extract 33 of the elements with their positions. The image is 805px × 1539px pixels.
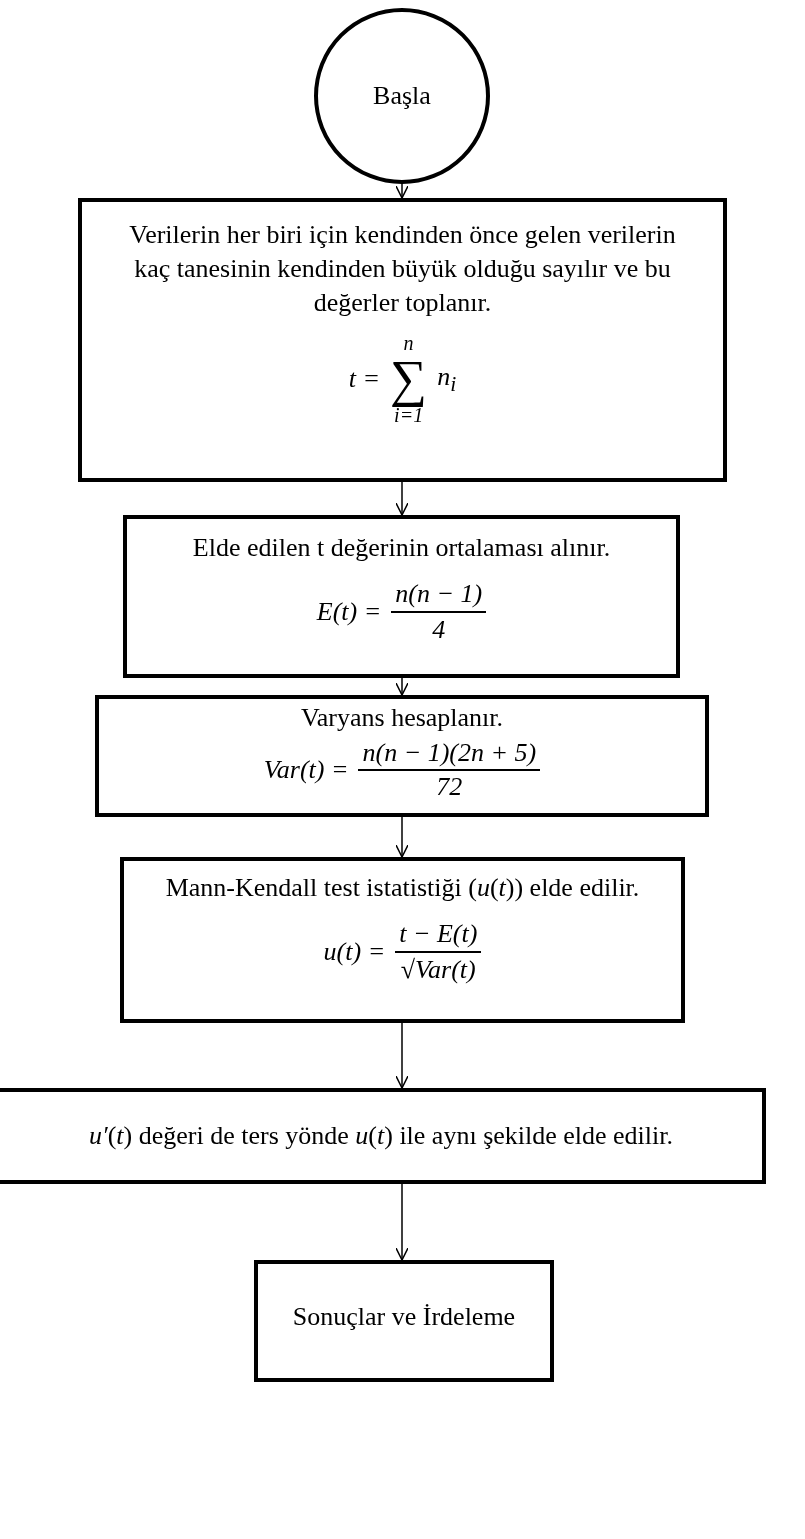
- arrow: [395, 1183, 409, 1261]
- fraction-denominator: 72: [436, 771, 463, 802]
- step-text: Mann-Kendall test istatistiği (u(t)) elde edilir.: [164, 872, 641, 904]
- process-box: [120, 857, 685, 1023]
- arrow: [395, 677, 409, 696]
- step-text: Varyans hesaplanır.: [299, 702, 505, 734]
- fraction-denominator: √Var(t): [400, 953, 476, 985]
- arrow: [395, 816, 409, 858]
- process-box: [78, 198, 727, 482]
- start-circle: [314, 8, 490, 184]
- arrow: [395, 183, 409, 199]
- arrow: [395, 481, 409, 516]
- step-text: Verilerin her biri için kendinden önce gelen verilerin kaç tanesinin kendinden büyük olduğu sayılır ve bu değerler toplanır.: [128, 219, 677, 319]
- process-box: [95, 695, 709, 817]
- step-text: Elde edilen t değerinin ortalaması alınır.: [191, 532, 612, 564]
- fraction-numerator: n(n − 1)(2n + 5): [358, 738, 541, 772]
- formula-lhs: u(t) =: [323, 936, 386, 967]
- formula-lhs: Var(t) =: [263, 756, 349, 785]
- sum-symbol: ∑: [390, 353, 428, 406]
- fraction-numerator: n(n − 1): [391, 578, 487, 613]
- sum-upper-limit: n: [403, 333, 414, 354]
- process-box: [254, 1260, 554, 1382]
- step-text: Sonuçlar ve İrdeleme: [291, 1301, 517, 1333]
- fraction-denominator: 4: [432, 613, 446, 645]
- step-text: Başla: [372, 80, 432, 113]
- arrow: [395, 1022, 409, 1089]
- formula-lhs: t =: [348, 364, 381, 395]
- step-text: u′(t) değeri de ters yönde u(t) ile aynı şekilde elde edilir.: [87, 1120, 674, 1153]
- process-box: [0, 1088, 766, 1184]
- sum-term: n$_{i}$: [437, 361, 457, 397]
- fraction-numerator: t − E(t): [395, 918, 482, 953]
- process-box: [123, 515, 680, 678]
- formula-lhs: E(t) =: [316, 596, 382, 627]
